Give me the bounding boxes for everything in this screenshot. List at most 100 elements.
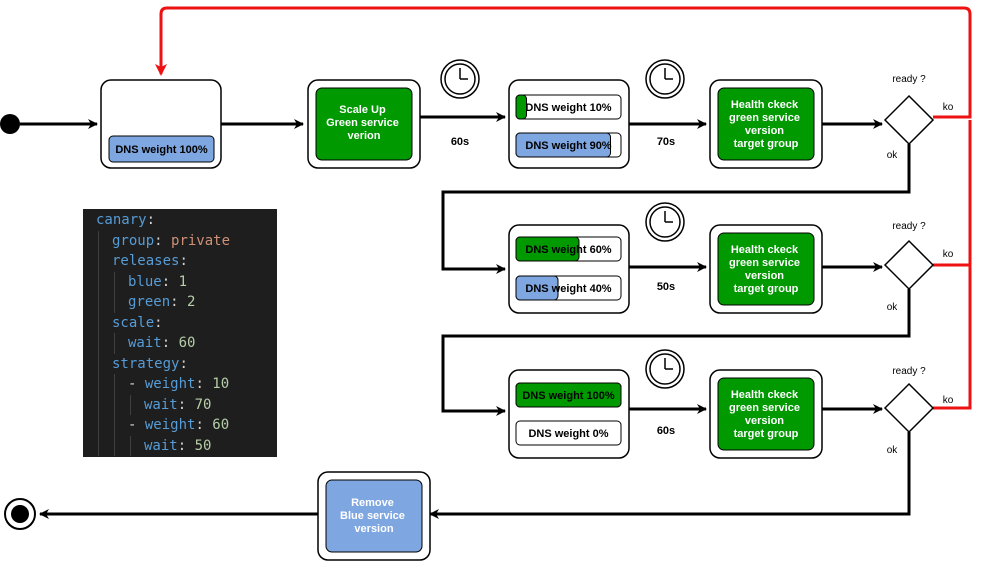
- yaml-key: wait: [144, 437, 178, 454]
- yaml-line: blue: 1: [128, 272, 187, 292]
- edge-decision3-to-remove: [429, 432, 911, 519]
- edge-decision1-to-step2: [441, 144, 911, 274]
- yaml-line: scale:: [112, 313, 163, 333]
- yaml-key: wait: [144, 396, 178, 413]
- end-node: [4, 498, 36, 530]
- yaml-indent-guide: [98, 230, 99, 456]
- yaml-line: canary:: [96, 210, 155, 230]
- yaml-colon: :: [195, 417, 204, 433]
- yaml-key: group: [112, 232, 155, 249]
- yaml-key: canary: [96, 212, 147, 228]
- yaml-indent-guide: [130, 435, 131, 456]
- scale-up-line-2: Green service: [326, 117, 399, 129]
- yaml-key: scale: [112, 314, 155, 331]
- yaml-key: blue: [128, 273, 162, 290]
- step3-blue-frame: [515, 420, 622, 446]
- step2-blue-fill: [515, 275, 559, 301]
- yaml-list-dash: -: [128, 376, 145, 392]
- clock-icon: [645, 349, 685, 389]
- edge-decision2-to-step3: [441, 289, 911, 416]
- yaml-indent-guide: [130, 394, 131, 415]
- clock-icon: [440, 59, 480, 99]
- step3-green-label: DNS weight 100%: [522, 390, 615, 402]
- yaml-line: wait: 50: [144, 436, 211, 456]
- step1-blue-label: DNS weight 90%: [525, 140, 611, 152]
- decision-3: [883, 382, 935, 434]
- yaml-colon: :: [170, 294, 179, 310]
- step1-blue-fill: [515, 132, 611, 158]
- yaml-colon: :: [179, 253, 188, 269]
- yaml-key: weight: [144, 417, 196, 433]
- yaml-colon: :: [179, 355, 188, 372]
- yaml-value: 2: [178, 294, 196, 310]
- wait-label-4: 60s: [657, 425, 675, 437]
- health-check-3-box: [717, 377, 815, 451]
- health-check-1-box: [717, 87, 815, 161]
- yaml-line: green: 2: [128, 292, 195, 312]
- step2-green-fill: [515, 236, 580, 262]
- remove-blue-label: Remove Blue service version: [340, 497, 408, 535]
- yaml-colon: :: [154, 314, 163, 331]
- dns-weight-100-blue-bar: [108, 135, 215, 163]
- decision-1-ready-label: ready ?: [892, 74, 926, 85]
- yaml-value: 10: [203, 376, 230, 392]
- decision-1-ko-label: ko: [943, 102, 954, 113]
- wait-label-3: 50s: [657, 281, 675, 293]
- decision-3-ok-label: ok: [887, 445, 899, 456]
- yaml-colon: :: [154, 232, 163, 249]
- yaml-list-dash: -: [128, 417, 145, 433]
- decision-2-ready-label: ready ?: [892, 221, 926, 232]
- step3-green-fill: [515, 382, 622, 408]
- decision-2-ko-label: ko: [943, 249, 954, 260]
- scale-up-line-3: verion: [347, 130, 380, 142]
- yaml-key: weight: [144, 376, 196, 392]
- yaml-line: wait: 60: [128, 333, 195, 353]
- yaml-key: green: [128, 294, 171, 310]
- yaml-colon: :: [177, 437, 187, 454]
- start-node: [0, 114, 20, 134]
- dns-weight-100-initial-label: DNS weight 100%: [115, 144, 208, 156]
- yaml-line: group: private: [112, 231, 230, 251]
- clock-icon: [645, 59, 685, 99]
- yaml-line: - weight: 60: [128, 415, 229, 435]
- yaml-indent-guide: [114, 374, 115, 456]
- decision-2: [883, 239, 935, 291]
- step2-blue-label: DNS weight 40%: [525, 283, 611, 295]
- decision-3-ko-label: ko: [943, 395, 954, 406]
- remove-blue-box: [325, 479, 423, 553]
- yaml-line: - weight: 10: [128, 374, 229, 394]
- step2-green-label: DNS weight 60%: [525, 244, 611, 256]
- yaml-value: 60: [170, 335, 196, 351]
- health-check-2-box: [717, 232, 815, 306]
- yaml-colon: :: [195, 376, 204, 392]
- scale-up-line-1: Scale Up: [339, 104, 386, 116]
- decision-2-ok-label: ok: [887, 302, 899, 313]
- yaml-line: strategy:: [112, 354, 188, 374]
- step1-green-label: DNS weight 10%: [525, 102, 611, 114]
- yaml-value: 60: [203, 417, 230, 433]
- health-check-2-label: Health ckeck green service version targe…: [729, 244, 803, 295]
- health-check-1-label: Health ckeck green service version targe…: [729, 99, 803, 150]
- yaml-value: private: [162, 232, 231, 249]
- health-check-3-label: Health ckeck green service version targe…: [729, 389, 803, 440]
- yaml-indent-guide: [114, 271, 115, 313]
- decision-1: [883, 94, 935, 146]
- ko-loop-edge: [155, 6, 972, 119]
- yaml-colon: :: [177, 396, 187, 413]
- yaml-key: releases: [112, 253, 180, 269]
- yaml-key: wait: [128, 335, 162, 351]
- decision-3-ready-label: ready ?: [892, 366, 926, 377]
- yaml-colon: :: [161, 273, 171, 290]
- yaml-line: wait: 70: [144, 395, 211, 415]
- yaml-line: releases:: [112, 251, 188, 271]
- step3-blue-label: DNS weight 0%: [528, 428, 608, 440]
- scale-up-label: Scale Up Green service verion: [326, 104, 402, 142]
- step1-green-fill: [515, 94, 527, 120]
- yaml-colon: :: [161, 335, 171, 351]
- wait-label-1: 60s: [451, 136, 469, 148]
- yaml-value: 70: [186, 396, 212, 413]
- yaml-indent-guide: [114, 333, 115, 354]
- scale-up-box: [315, 87, 413, 161]
- clock-icon: [645, 202, 685, 242]
